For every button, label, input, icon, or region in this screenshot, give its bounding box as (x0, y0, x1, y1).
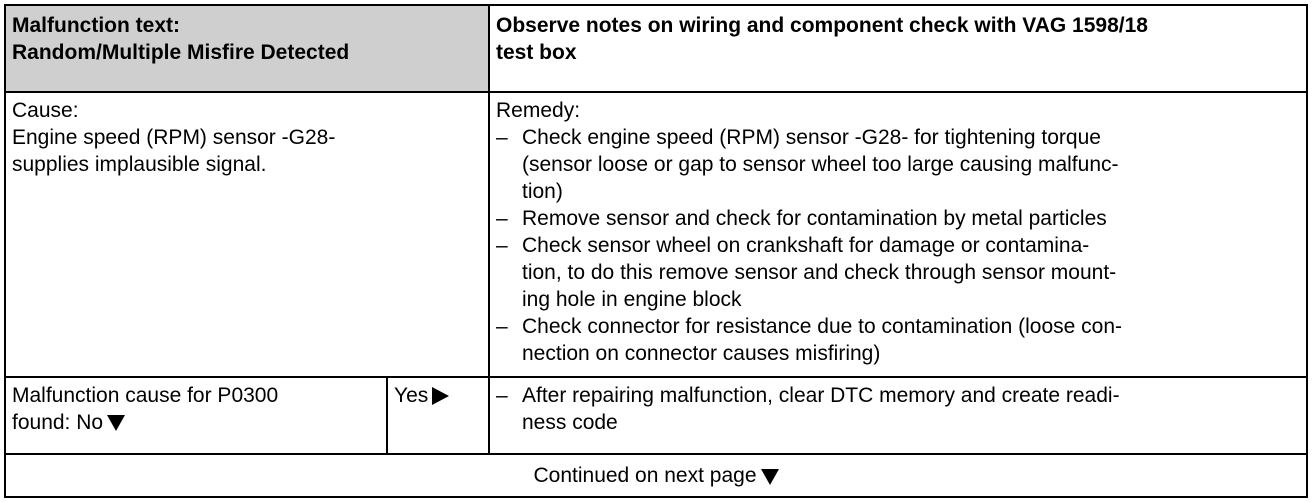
yes-label: Yes (394, 384, 429, 408)
triangle-down-icon (107, 415, 126, 432)
continued-label: Continued on next page (533, 464, 757, 488)
dash-bullet: – (496, 234, 508, 258)
cause-label: Cause: (12, 99, 79, 123)
action-cell: – After repairing malfunction, clear DTC… (488, 376, 1308, 456)
cause-line: supplies implausible signal. (12, 153, 267, 177)
cause-cell: Cause: Engine speed (RPM) sensor -G28- s… (4, 91, 490, 379)
diagnostic-table-frame: Malfunction text: Random/Multiple Misfir… (4, 3, 1308, 498)
yes-cell: Yes (386, 376, 490, 456)
remedy-line: nection on connector causes misfiring) (522, 342, 881, 366)
action-line: After repairing malfunction, clear DTC m… (522, 384, 1120, 408)
malfunction-cause-cell: Malfunction cause for P0300 found: No (4, 376, 388, 456)
remedy-line: Remove sensor and check for contaminatio… (522, 207, 1107, 231)
remedy-line: Check sensor wheel on crankshaft for dam… (522, 234, 1090, 258)
remedy-cell: Remedy: – Check engine speed (RPM) senso… (488, 91, 1308, 379)
dash-bullet: – (496, 384, 508, 408)
cause-remedy-row: Cause: Engine speed (RPM) sensor -G28- s… (4, 91, 1308, 379)
action-item: – After repairing malfunction, clear DTC… (496, 382, 1298, 436)
found-no-label: found: No (12, 411, 104, 435)
continued-cell: Continued on next page (4, 453, 1308, 498)
notes-line-1: Observe notes on wiring and component ch… (496, 14, 1148, 37)
dash-bullet: – (496, 315, 508, 339)
malfunction-text-label: Malfunction text: (12, 14, 180, 37)
continued-row: Continued on next page (4, 453, 1308, 498)
remedy-line: Check engine speed (RPM) sensor -G28- fo… (522, 126, 1101, 150)
remedy-line: tion, to do this remove sensor and check… (522, 261, 1117, 285)
remedy-item: – Check engine speed (RPM) sensor -G28- … (496, 124, 1298, 205)
notes-line-2: test box (496, 41, 577, 64)
remedy-item: – Remove sensor and check for contaminat… (496, 205, 1298, 232)
remedy-line: Check connector for resistance due to co… (522, 315, 1122, 339)
notes-header: Observe notes on wiring and component ch… (488, 3, 1308, 94)
remedy-item: – Check connector for resistance due to … (496, 313, 1298, 367)
malfunction-cause-line-1: Malfunction cause for P0300 (12, 384, 279, 408)
remedy-line: (sensor loose or gap to sensor wheel too… (522, 153, 1119, 177)
remedy-item: – Check sensor wheel on crankshaft for d… (496, 232, 1298, 313)
diagnostic-table: Malfunction text: Random/Multiple Misfir… (4, 3, 1308, 498)
remedy-label: Remedy: (496, 99, 581, 123)
dash-bullet: – (496, 126, 508, 150)
action-line: ness code (522, 411, 618, 435)
triangle-right-icon (432, 387, 450, 406)
malfunction-text-value: Random/Multiple Misfire Detected (12, 41, 350, 64)
cause-line: Engine speed (RPM) sensor -G28- (12, 126, 336, 150)
malfunction-cause-line-2: found: No (12, 409, 378, 436)
malfunction-text-header: Malfunction text: Random/Multiple Misfir… (4, 3, 490, 94)
malfunction-cause-row: Malfunction cause for P0300 found: No Ye… (4, 376, 1308, 456)
triangle-down-icon (760, 468, 779, 485)
dash-bullet: – (496, 207, 508, 231)
header-row: Malfunction text: Random/Multiple Misfir… (4, 3, 1308, 94)
remedy-line: ing hole in engine block (522, 288, 742, 312)
remedy-line: tion) (522, 180, 563, 204)
